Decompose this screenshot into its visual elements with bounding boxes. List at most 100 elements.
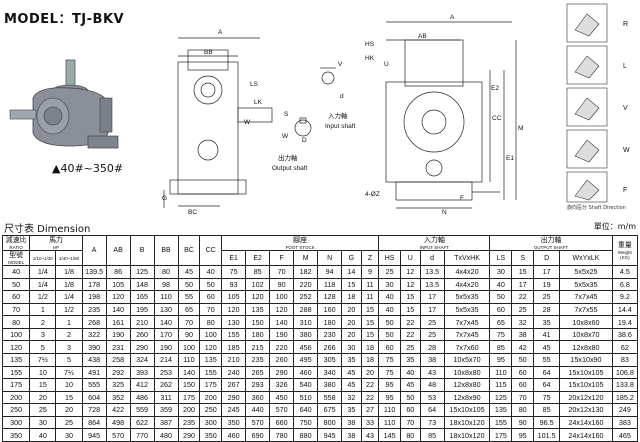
table-cell: 93 <box>221 277 247 292</box>
table-cell: 945 <box>317 428 343 442</box>
table-cell: 50 <box>511 352 535 367</box>
table-cell: 45 <box>341 365 362 380</box>
table-cell: 125 <box>489 390 513 405</box>
table-cell: 53 <box>419 390 445 405</box>
svg-text:Input shaft: Input shaft <box>325 123 356 130</box>
table-cell: 15x10x105 <box>559 365 613 380</box>
table-cell: 10x8x60 <box>559 315 613 329</box>
table-cell: 161 <box>105 315 131 329</box>
table-cell: 422 <box>105 403 131 417</box>
table-cell: 55 <box>177 290 201 304</box>
table-cell: 30 <box>378 277 401 292</box>
table-cell: 128 <box>317 290 343 304</box>
model-cell: 100 <box>1 327 31 342</box>
table-cell: 265 <box>245 365 271 380</box>
table-cell: 30 <box>29 415 57 430</box>
table-cell: 48 <box>419 378 445 392</box>
table-cell: 38 <box>419 352 445 367</box>
table-cell: 253 <box>153 365 179 380</box>
table-cell: 118 <box>317 277 343 292</box>
table-cell: 80 <box>199 315 223 329</box>
table-cell: 9 <box>360 265 380 279</box>
table-cell: 100 <box>199 327 223 342</box>
table-cell: 145 <box>378 428 401 442</box>
table-cell: 945 <box>81 428 107 442</box>
table-cell: 640 <box>293 403 319 417</box>
model-cell: 60 <box>1 290 31 304</box>
svg-text:d: d <box>340 93 344 100</box>
table-cell: 155 <box>199 365 223 380</box>
table-cell: 62 <box>611 340 639 354</box>
table-cell: 359 <box>153 403 179 417</box>
table-cell: 5 <box>55 352 83 367</box>
shaft-direction-caption: 旋向區分 Shaft Direction <box>567 205 626 211</box>
table-cell: 290 <box>129 340 155 354</box>
table-cell: 18 <box>341 290 362 304</box>
model-cell: 175 <box>1 378 31 392</box>
table-cell: 252 <box>293 290 319 304</box>
model-cell: 70 <box>1 302 31 317</box>
table-cell: 96.5 <box>533 415 561 430</box>
table-cell: 383 <box>611 415 639 430</box>
table-cell: 2 <box>29 315 57 329</box>
table-cell: 10x8x80 <box>443 365 491 380</box>
model-cell: 120 <box>1 340 31 354</box>
table-cell: 95 <box>489 352 513 367</box>
table-cell: 35 <box>400 352 421 367</box>
table-cell: 12x8x80 <box>443 378 491 392</box>
table-cell: 210 <box>221 352 247 367</box>
table-cell: 32 <box>341 390 362 405</box>
table-cell: 498 <box>105 415 131 430</box>
table-cell: 15x10x105 <box>559 378 613 392</box>
table-cell: 110 <box>177 352 201 367</box>
svg-text:W: W <box>623 147 630 154</box>
table-cell: 5x5x25 <box>559 265 613 279</box>
table-cell: 175 <box>489 428 513 442</box>
table-cell: 267 <box>221 378 247 392</box>
svg-text:D: D <box>302 137 307 144</box>
table-cell: 65 <box>489 315 513 329</box>
table-cell: 15 <box>400 302 421 317</box>
table-cell: 18 <box>360 340 380 354</box>
table-cell: 260 <box>269 352 295 367</box>
svg-text:U: U <box>384 61 389 68</box>
table-cell: 98 <box>153 277 179 292</box>
table-cell: 42 <box>511 340 535 354</box>
table-cell: 1 <box>29 302 57 317</box>
table-cell: 28 <box>533 302 561 317</box>
table-cell: 7½ <box>29 352 57 367</box>
table-cell: 1 <box>55 315 83 329</box>
table-cell: 675 <box>317 403 343 417</box>
table-cell: 249 <box>611 403 639 417</box>
table-cell: 180 <box>317 315 343 329</box>
table-cell: 6.8 <box>611 277 639 292</box>
table-cell: 198 <box>81 290 107 304</box>
table-cell: 32 <box>511 315 535 329</box>
table-cell: 85 <box>489 340 513 354</box>
table-cell: 100 <box>269 290 295 304</box>
table-cell: 380 <box>317 378 343 392</box>
table-cell: 5 <box>29 340 57 354</box>
table-cell: 73 <box>419 415 445 430</box>
table-cell: 12x8x80 <box>559 340 613 354</box>
table-cell: 40 <box>489 277 513 292</box>
svg-text:V: V <box>623 105 628 112</box>
table-cell: 185 <box>221 340 247 354</box>
table-cell: 120 <box>199 340 223 354</box>
table-cell: 231 <box>105 340 131 354</box>
table-cell: 13.5 <box>419 265 445 279</box>
table-cell: 135 <box>245 302 271 317</box>
table-cell: 465 <box>611 428 639 442</box>
table-cell: 325 <box>105 378 131 392</box>
table-cell: 17 <box>419 290 445 304</box>
table-cell: 220 <box>269 340 295 354</box>
table-cell: 262 <box>153 378 179 392</box>
table-cell: 3 <box>29 327 57 342</box>
table-cell: 7x7x45 <box>443 327 491 342</box>
table-cell: 9.2 <box>611 290 639 304</box>
table-cell: 180 <box>245 327 271 342</box>
